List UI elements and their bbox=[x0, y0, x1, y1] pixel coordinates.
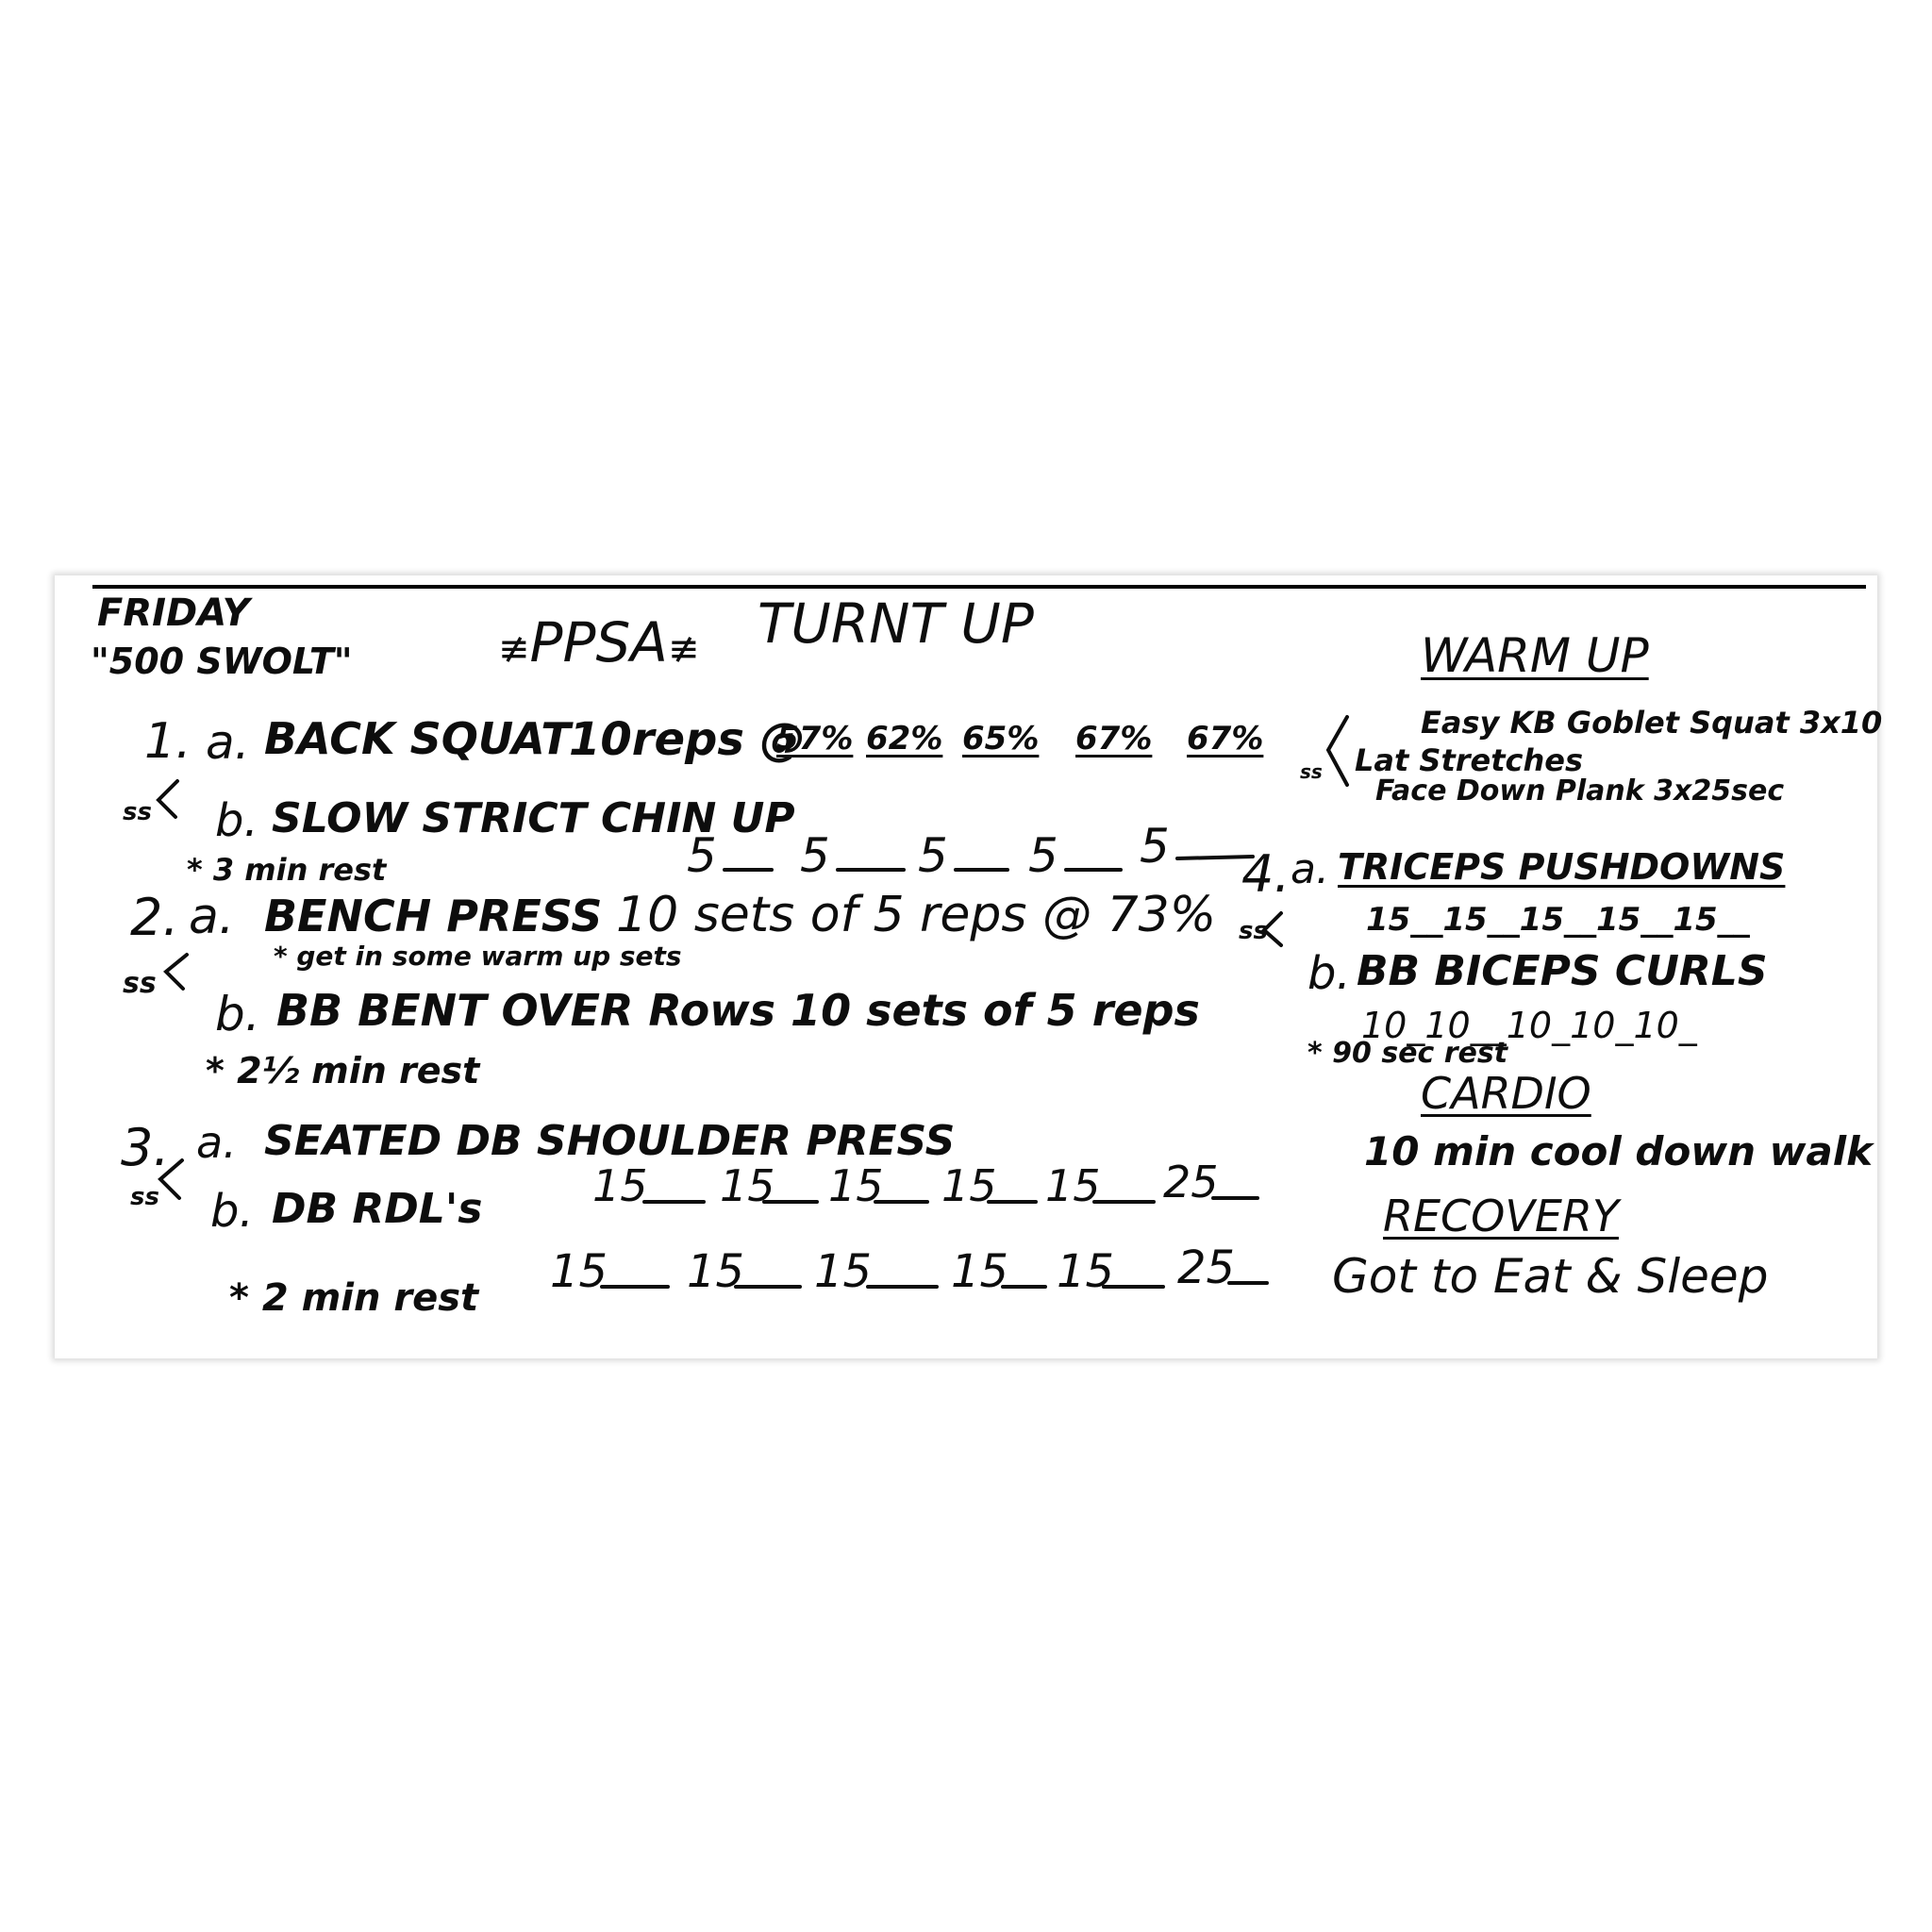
exercise-2-note: * get in some warm up sets bbox=[274, 941, 682, 972]
workout-title: TURNT UP bbox=[758, 591, 1034, 656]
superset-1-label: ss bbox=[123, 798, 152, 826]
warmup-heading: WARM UP bbox=[1421, 628, 1649, 683]
exercise-2a-scheme: 10 sets of 5 reps @ 73% bbox=[616, 887, 1217, 943]
warmup-item-3: Face Down Plank 3x25sec bbox=[1375, 774, 1785, 808]
hashtag-icon: ≢ bbox=[498, 627, 530, 671]
chinup-rep-4: 5 bbox=[1028, 828, 1058, 883]
percentage-3: 65% bbox=[962, 720, 1040, 758]
recovery-heading: RECOVERY bbox=[1383, 1191, 1619, 1241]
biceps-rep-1: 10 bbox=[1361, 1005, 1407, 1046]
exercise-3-number: 3. bbox=[121, 1118, 170, 1177]
recovery-text: Got to Eat & Sleep bbox=[1332, 1249, 1769, 1304]
exercise-2-number: 2. bbox=[130, 888, 179, 947]
day-label: FRIDAY bbox=[97, 591, 250, 635]
exercise-4a-label: a. bbox=[1291, 845, 1329, 893]
exercise-2b-name: BB BENT OVER Rows 10 sets of 5 reps bbox=[276, 985, 1200, 1036]
rdl-rep-3: 15 bbox=[814, 1245, 873, 1298]
exercise-4-rest: * 90 sec rest bbox=[1307, 1037, 1508, 1070]
exercise-3-rest: * 2 min rest bbox=[229, 1276, 479, 1320]
biceps-rep-2: 10 bbox=[1424, 1005, 1471, 1046]
triceps-rep-2: 15 bbox=[1442, 901, 1488, 939]
exercise-1b-label: b. bbox=[215, 794, 258, 847]
top-rule bbox=[92, 585, 1866, 589]
exercise-1b-name: SLOW STRICT CHIN UP bbox=[272, 794, 795, 842]
exercise-1-number: 1. bbox=[144, 713, 192, 770]
triceps-rep-3: 15 bbox=[1519, 901, 1564, 939]
biceps-rep-3: 10 bbox=[1506, 1005, 1553, 1046]
superset-2-label: ss bbox=[123, 967, 157, 1000]
chinup-rep-1: 5 bbox=[687, 828, 717, 883]
press-rep-6: 25 bbox=[1163, 1157, 1219, 1208]
exercise-1a-label: a. bbox=[206, 715, 250, 770]
cardio-heading: CARDIO bbox=[1421, 1068, 1591, 1119]
exercise-2b-label: b. bbox=[215, 987, 260, 1041]
press-rep-5: 15 bbox=[1045, 1160, 1101, 1211]
percentage-2: 62% bbox=[866, 720, 943, 758]
exercise-2-rest: * 2½ min rest bbox=[206, 1050, 480, 1091]
exercise-3b-label: b. bbox=[210, 1185, 254, 1238]
workout-nickname: "500 SWOLT" bbox=[91, 641, 353, 682]
superset-2-bracket bbox=[163, 953, 189, 991]
rdl-rep-4: 15 bbox=[951, 1245, 1009, 1298]
hashtag-icon: ≢ bbox=[667, 627, 700, 671]
superset-4-bracket bbox=[1261, 911, 1283, 947]
chinup-rep-2: 5 bbox=[800, 828, 830, 883]
press-rep-4: 15 bbox=[941, 1160, 997, 1211]
cardio-text: 10 min cool down walk bbox=[1364, 1128, 1874, 1174]
exercise-3a-name: SEATED DB SHOULDER PRESS bbox=[264, 1117, 956, 1165]
rdl-rep-1: 15 bbox=[550, 1245, 608, 1298]
chinup-rep-3: 5 bbox=[918, 828, 948, 883]
press-rep-3: 15 bbox=[828, 1160, 884, 1211]
percentage-1: 57% bbox=[776, 720, 854, 758]
exercise-4a-reps: 15__15__15__15__15__ bbox=[1366, 901, 1750, 939]
percentage-5: 67% bbox=[1187, 720, 1264, 758]
exercise-4a-name: TRICEPS PUSHDOWNS bbox=[1338, 846, 1786, 888]
exercise-3a-label: a. bbox=[196, 1117, 237, 1168]
workout-sheet: FRIDAY "500 SWOLT" ≢PPSA≢ TURNT UP 1. a.… bbox=[55, 575, 1882, 1358]
exercise-1-rest: * 3 min rest bbox=[187, 852, 387, 888]
warmup-item-1: Easy KB Goblet Squat 3x10 bbox=[1421, 705, 1883, 741]
exercise-2a-label: a. bbox=[189, 889, 235, 945]
percentage-4: 67% bbox=[1075, 720, 1153, 758]
exercise-1a-name: BACK SQUAT bbox=[264, 713, 571, 764]
biceps-rep-5: 10 bbox=[1633, 1005, 1679, 1046]
superset-1-bracket bbox=[156, 779, 179, 819]
superset-3-label: ss bbox=[130, 1183, 159, 1211]
exercise-1a-scheme: 10reps @ bbox=[569, 713, 806, 766]
chinup-rep-5: 5 bbox=[1140, 819, 1170, 874]
biceps-rep-4: 10 bbox=[1570, 1005, 1616, 1046]
rdl-rep-6: 25 bbox=[1177, 1241, 1236, 1294]
superset-3-bracket bbox=[158, 1158, 184, 1200]
press-rep-1: 15 bbox=[592, 1160, 648, 1211]
triceps-rep-4: 15 bbox=[1595, 901, 1641, 939]
ppsa-logo: ≢PPSA≢ bbox=[498, 610, 700, 675]
warmup-superset-label: ss bbox=[1300, 760, 1323, 783]
warmup-item-2: Lat Stretches bbox=[1355, 742, 1584, 778]
handwritten-strokes bbox=[156, 715, 1349, 1289]
exercise-4b-label: b. bbox=[1307, 947, 1351, 1000]
warmup-bracket bbox=[1325, 715, 1349, 787]
exercise-4b-reps: 10_10__10_10_10_ bbox=[1361, 1005, 1697, 1046]
triceps-rep-1: 15 bbox=[1366, 901, 1411, 939]
triceps-rep-5: 15 bbox=[1673, 901, 1718, 939]
exercise-3b-name: DB RDL's bbox=[272, 1185, 483, 1233]
exercise-2a-name-text: BENCH PRESS bbox=[264, 891, 603, 941]
exercise-4b-name: BB BICEPS CURLS bbox=[1357, 947, 1768, 995]
